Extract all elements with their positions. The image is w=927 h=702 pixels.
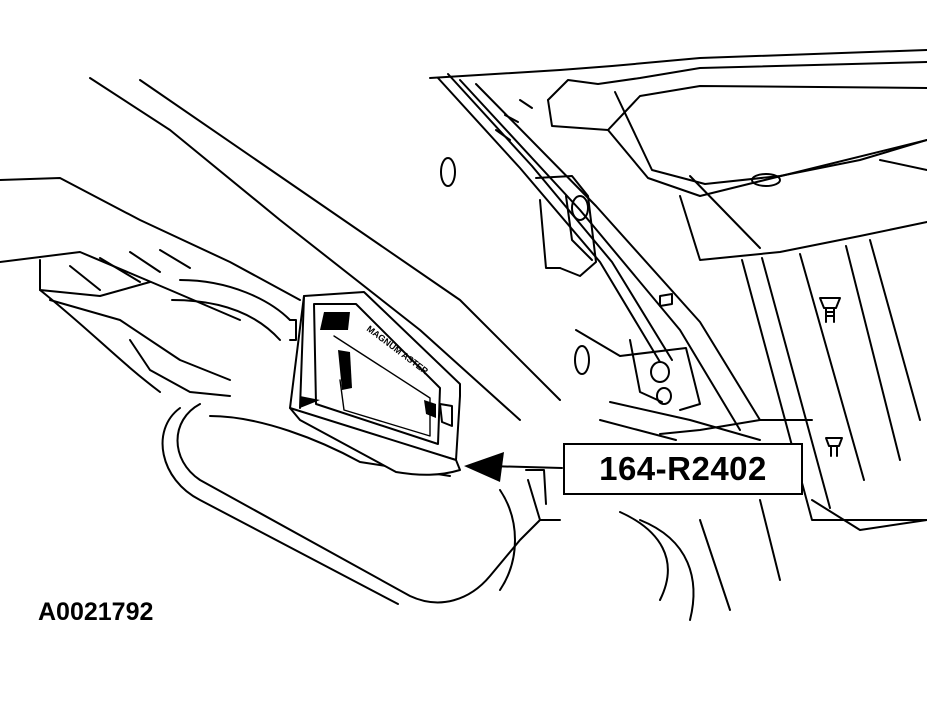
cable-rod [437,73,761,431]
lower-right-panel [599,401,927,621]
part-number-callout: 164-R2402 [563,443,803,495]
callout-arrow [464,452,563,482]
tubular-frame [0,77,561,421]
module-unit: MAGNUM ASTER [289,291,461,476]
bolt-icon [825,437,843,457]
bracket-assembly [535,175,701,411]
figure-reference-id: A0021792 [38,598,154,626]
bolt-icon [819,297,841,323]
right-rails [741,159,927,521]
upper-body-panel [429,49,927,261]
canister-body [161,403,561,605]
